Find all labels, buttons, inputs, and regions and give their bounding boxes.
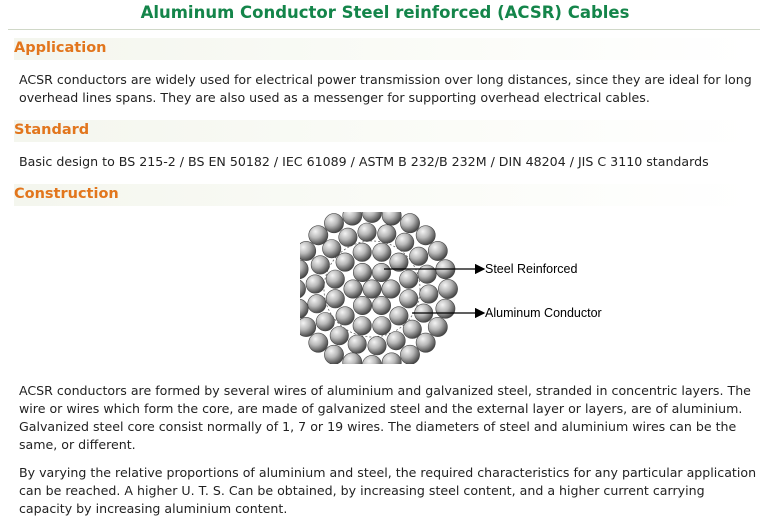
aluminum-wire <box>342 205 363 226</box>
aluminum-wire <box>362 203 382 223</box>
aluminum-wire <box>338 227 358 247</box>
steel-wire <box>352 316 372 336</box>
steel-core-boundary <box>323 240 421 338</box>
aluminum-wire <box>308 225 329 246</box>
aluminum-wire <box>324 213 344 234</box>
steel-wire <box>389 252 409 272</box>
steel-wire <box>389 306 409 326</box>
aluminum-wire <box>322 239 342 259</box>
steel-wire <box>399 269 419 289</box>
page-title: Aluminum Conductor Steel reinforced (ACS… <box>140 3 630 22</box>
aluminum-wire <box>381 352 402 373</box>
aluminum-wire <box>324 344 344 365</box>
aluminum-wire <box>419 284 439 304</box>
section-heading-construction: Construction <box>14 184 754 206</box>
aluminum-wire <box>381 205 402 226</box>
aluminum-wire <box>329 326 349 346</box>
aluminum-wire <box>296 317 317 337</box>
section-heading-application: Application <box>14 38 754 60</box>
aluminum-wire <box>367 336 387 356</box>
aluminum-wire <box>296 241 317 261</box>
aluminum-wire <box>362 355 382 375</box>
steel-wire <box>372 296 392 316</box>
aluminum-wire <box>307 294 327 314</box>
steel-wire <box>352 262 372 282</box>
aluminum-wire <box>305 274 325 294</box>
aluminum-wire <box>286 279 306 299</box>
title-divider <box>8 29 760 30</box>
aluminum-wire <box>342 352 363 373</box>
steel-wire <box>325 269 345 289</box>
aluminum-wire <box>435 298 456 319</box>
label-aluminum-conductor: Aluminum Conductor <box>485 306 602 320</box>
steel-wire <box>372 316 392 336</box>
aluminum-wire <box>400 344 420 365</box>
steel-wire <box>372 242 392 262</box>
steel-wire <box>335 306 355 326</box>
aluminum-wire <box>310 255 330 275</box>
steel-wire <box>372 262 392 282</box>
aluminum-wire <box>427 241 448 261</box>
steel-wire <box>325 289 345 309</box>
aluminum-wire <box>288 298 309 319</box>
construction-paragraph-2: By varying the relative proportions of a… <box>19 465 757 516</box>
aluminum-wire <box>402 319 422 339</box>
steel-wire <box>352 242 372 262</box>
aluminum-wire <box>377 224 397 244</box>
application-text: ACSR conductors are widely used for elec… <box>19 72 752 105</box>
aluminum-wire <box>415 332 436 353</box>
aluminum-wire <box>386 331 406 351</box>
standard-text: Basic design to BS 215-2 / BS EN 50182 /… <box>19 154 709 169</box>
aluminum-wire <box>400 213 420 234</box>
steel-wire <box>335 252 355 272</box>
aluminum-wire <box>315 312 335 332</box>
construction-paragraph-1: ACSR conductors are formed by several wi… <box>19 383 751 452</box>
steel-wire <box>399 289 419 309</box>
aluminum-wire <box>438 279 458 299</box>
aluminum-wire <box>417 264 437 284</box>
standard-heading: Standard <box>14 122 90 138</box>
construction-heading: Construction <box>14 186 119 202</box>
aluminum-wire <box>357 222 377 242</box>
aluminum-wire <box>395 232 415 252</box>
aluminum-wire <box>288 259 309 280</box>
steel-wire <box>362 279 382 299</box>
aluminum-wire <box>415 225 436 246</box>
aluminum-wire <box>347 334 367 354</box>
application-heading: Application <box>14 40 107 56</box>
cable-cross-section <box>286 203 486 375</box>
steel-wire <box>381 279 401 299</box>
aluminum-wire <box>409 246 429 266</box>
aluminum-wire <box>427 317 448 337</box>
acsr-cross-section-diagram: Steel Reinforced Aluminum Conductor <box>286 203 620 375</box>
aluminum-wire <box>308 332 329 353</box>
label-steel-reinforced: Steel Reinforced <box>485 262 578 276</box>
steel-wire <box>343 279 363 299</box>
steel-wire <box>352 296 372 316</box>
section-heading-standard: Standard <box>14 120 754 142</box>
